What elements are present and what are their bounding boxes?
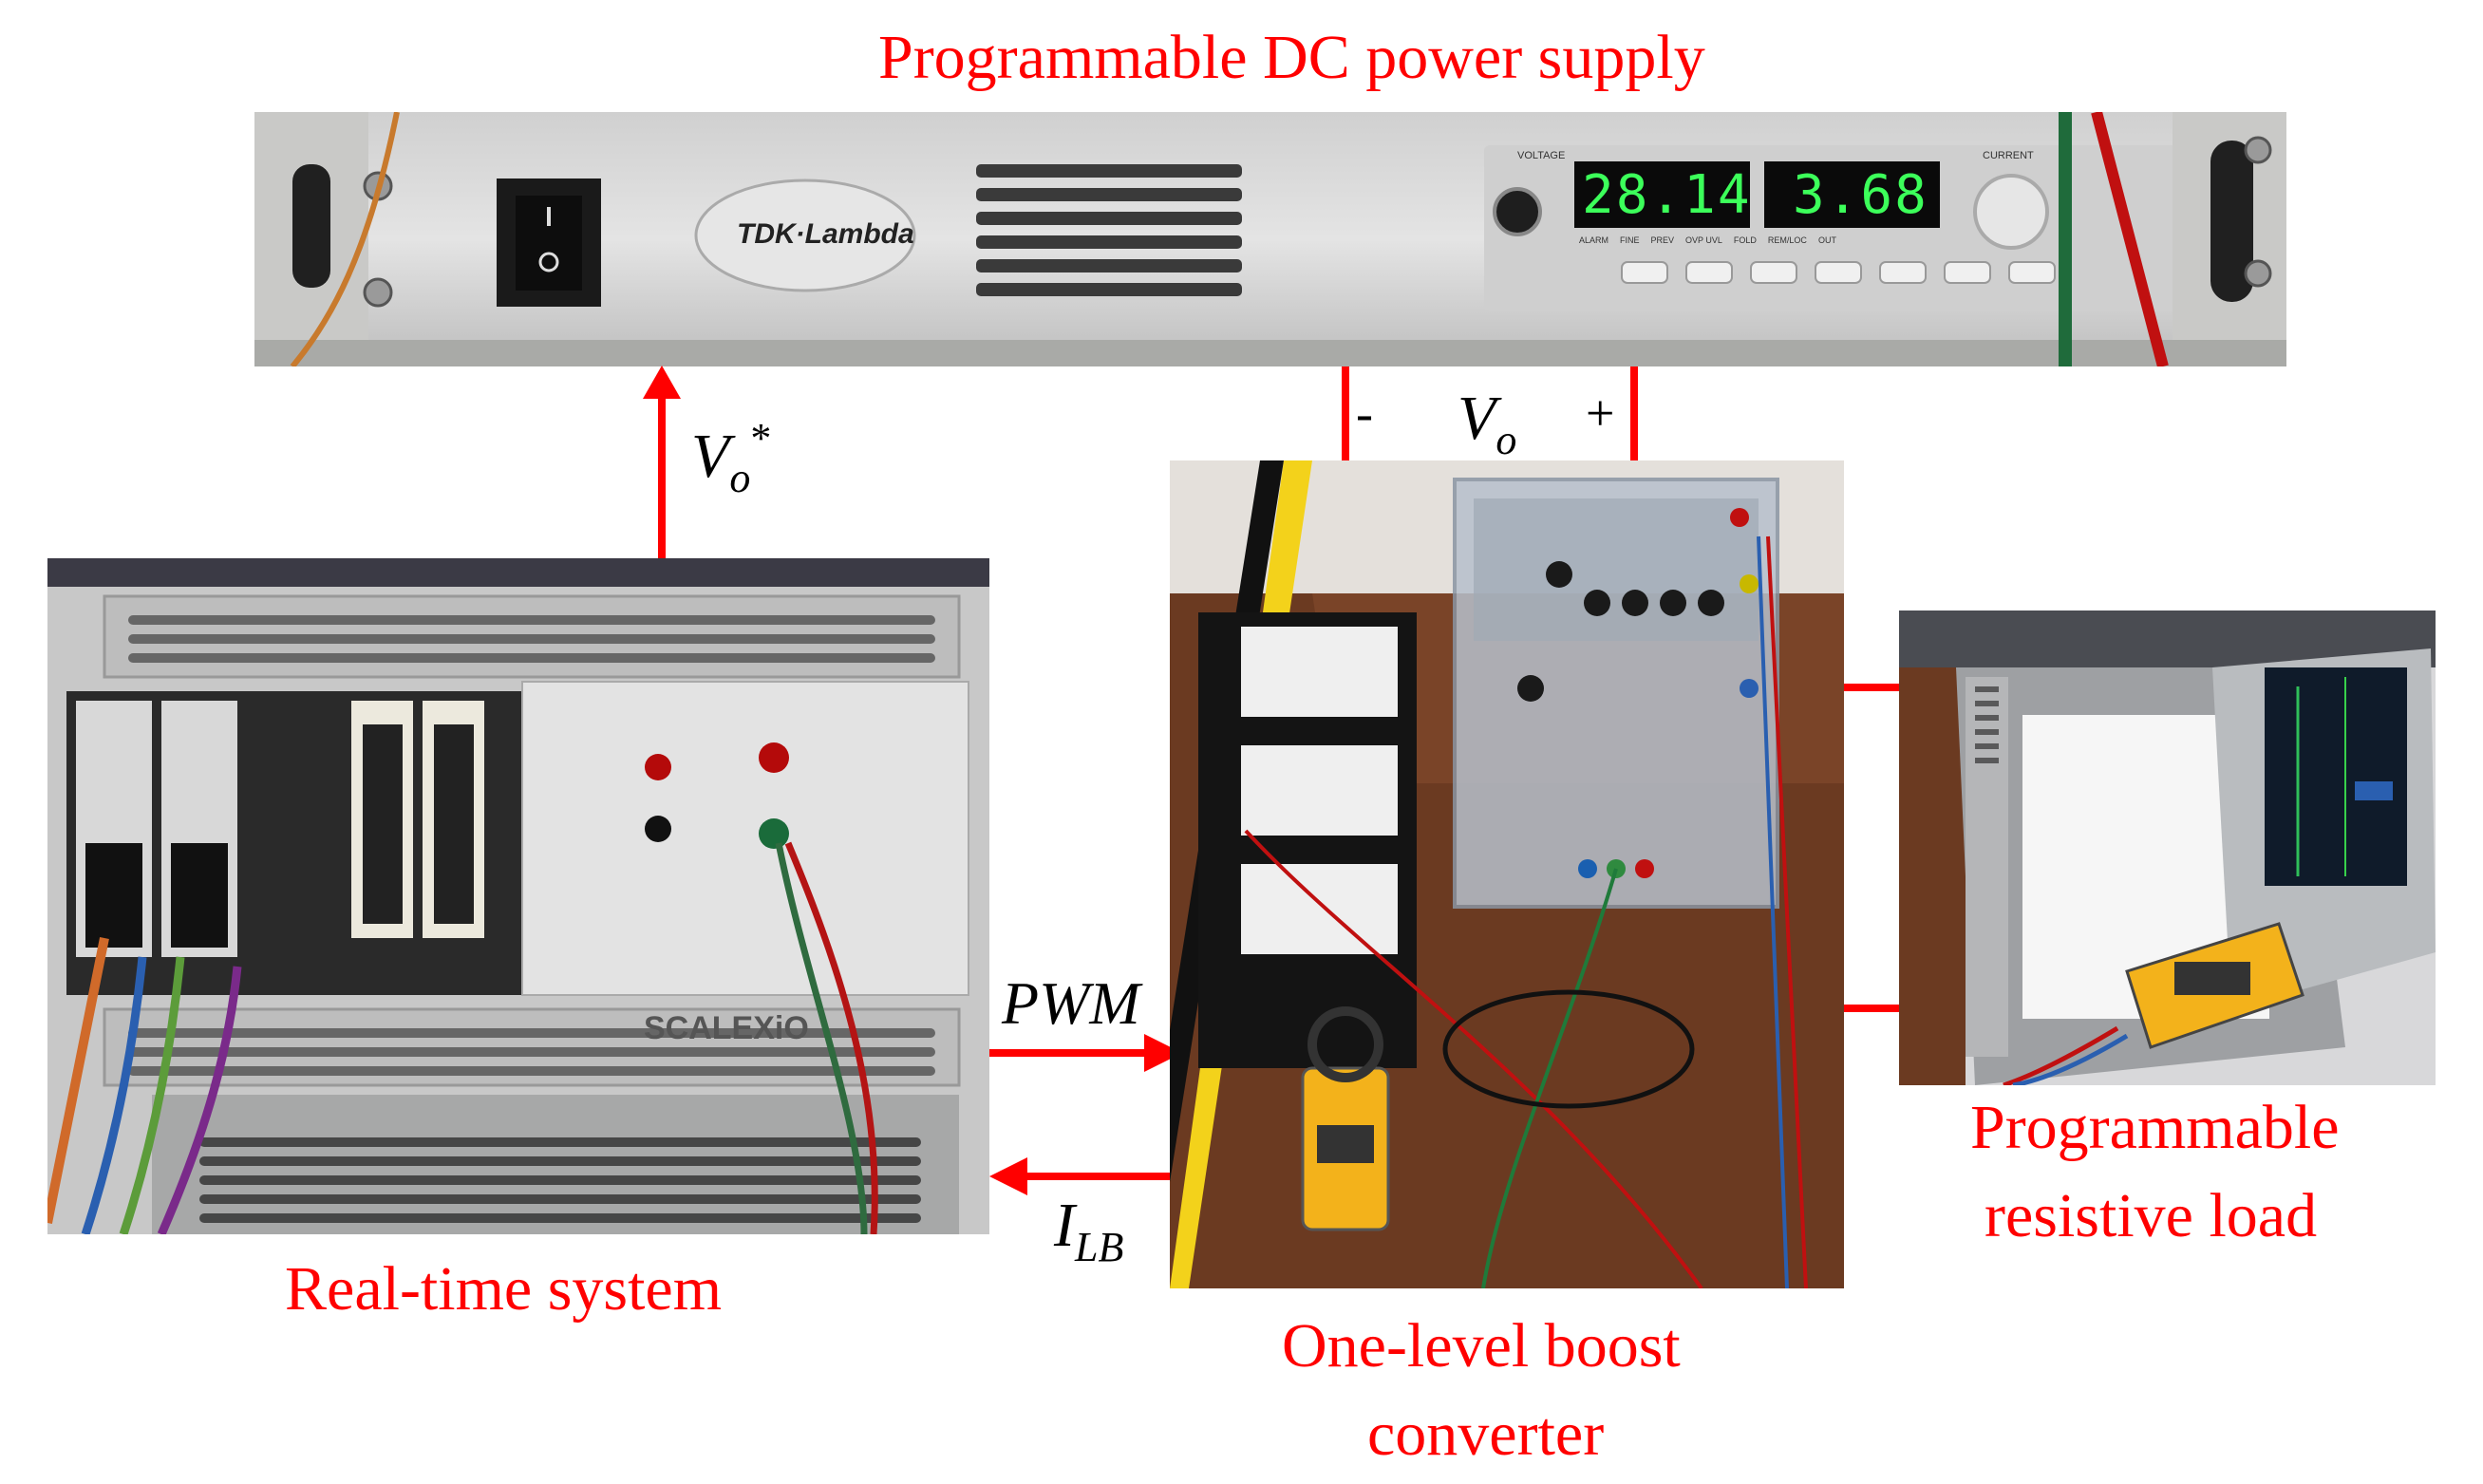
alarm-label: ALARM <box>1579 235 1609 245</box>
vo-ref-label: Vo* <box>691 415 772 501</box>
boost-converter-photo <box>1170 460 1844 1288</box>
vo-ref-line <box>658 389 666 558</box>
vo-plus-sign: + <box>1586 385 1615 441</box>
vo-minus-sign: - <box>1356 385 1373 441</box>
ilb-line <box>1016 1173 1170 1180</box>
load-label-line2: resistive load <box>1985 1181 2318 1250</box>
vo-ref-arrowhead <box>643 366 681 399</box>
vo-plus-wire <box>1630 366 1638 461</box>
power-supply-label: Programmable DC power supply <box>878 23 1705 92</box>
voltage-display: 28.14 <box>1582 164 1752 226</box>
out-label: OUT <box>1817 235 1836 245</box>
scalexio-logo: SCALEXiO <box>644 1010 809 1046</box>
fold-label: FOLD <box>1733 235 1757 245</box>
realtime-system-photo: SCALEXiO <box>47 558 989 1234</box>
ilb-label: ILB <box>1054 1191 1124 1270</box>
prev-label: PREV <box>1650 235 1675 245</box>
pwm-label: PWM <box>1002 969 1140 1037</box>
converter-label-line2: converter <box>1367 1399 1605 1469</box>
converter-label-line1: One-level boost <box>1282 1311 1681 1381</box>
pwm-line <box>989 1049 1156 1057</box>
resistive-load-photo <box>1899 611 2436 1085</box>
realtime-system-label: Real-time system <box>285 1254 723 1324</box>
load-wire-top <box>1844 684 1899 691</box>
load-label-line1: Programmable <box>1970 1093 2340 1162</box>
voltage-caption: VOLTAGE <box>1517 150 1566 161</box>
current-caption: CURRENT <box>1983 150 2034 161</box>
vo-label: Vo <box>1458 384 1517 463</box>
vo-minus-wire <box>1342 366 1349 461</box>
tdk-lambda-logo: TDK·Lambda <box>737 218 914 250</box>
pwm-arrowhead <box>1144 1034 1182 1072</box>
load-wire-bottom <box>1844 1005 1899 1012</box>
current-display: 3.68 <box>1793 164 1928 226</box>
fine-label: FINE <box>1620 235 1640 245</box>
ilb-arrowhead <box>989 1157 1027 1195</box>
ovp-uvl-label: OVP UVL <box>1685 235 1722 245</box>
rem-loc-label: REM/LOC <box>1767 235 1807 245</box>
power-supply-photo: TDK·Lambda VOLTAGE 28.14 3.68 CURRENT AL… <box>254 112 2286 366</box>
